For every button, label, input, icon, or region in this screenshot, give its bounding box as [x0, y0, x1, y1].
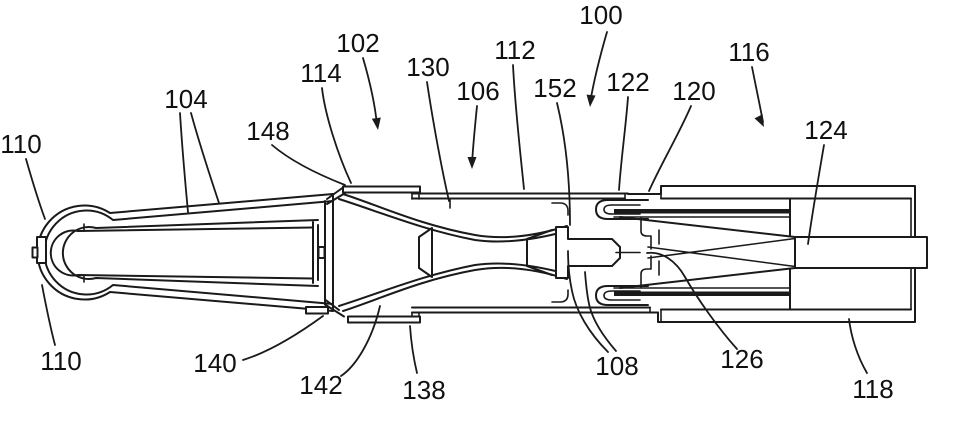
- ref-label-112: 112: [494, 35, 535, 65]
- upper-rail-bar: [614, 209, 790, 214]
- ref-label-122: 122: [606, 67, 649, 97]
- leader-line-138: [409, 325, 418, 374]
- left-wedge: [418, 227, 433, 278]
- leader-line-148: [271, 144, 346, 186]
- latch-assembly: [555, 199, 791, 306]
- inner-shaft-plug: [555, 226, 621, 279]
- tip-clip-tab: [31, 246, 39, 259]
- leader-line-142: [340, 305, 381, 377]
- lower-rail-bar: [614, 291, 790, 296]
- leader-line-130: [426, 81, 450, 202]
- lower-finger: [640, 255, 652, 288]
- upper-bracket-outer: [595, 199, 649, 220]
- nose-clip: [31, 193, 334, 312]
- bottom-flange: [305, 298, 421, 324]
- push-rod: [794, 236, 928, 269]
- top-bend-outer: [326, 186, 344, 200]
- bottom-tab: [305, 306, 329, 315]
- jaw-cross-2: [647, 237, 796, 259]
- leader-line-100: [589, 31, 608, 104]
- funnel-lower-outer: [342, 266, 568, 312]
- leader-line-104: [179, 112, 189, 213]
- upper-finger: [640, 217, 652, 250]
- leader-line-126: [646, 251, 738, 350]
- arrowhead-116: [754, 114, 764, 127]
- ref-label-118: 118: [852, 374, 893, 404]
- leader-line-102: [362, 57, 378, 126]
- funnel-upper-outer: [342, 193, 568, 239]
- jaw-diagonal-bottom: [619, 267, 796, 289]
- mouth-slant-top: [526, 229, 553, 240]
- ref-label-110: 110: [40, 346, 81, 376]
- holder-face: [324, 193, 334, 312]
- ref-label-124: 124: [804, 115, 847, 145]
- ref-label-104: 104: [164, 84, 207, 114]
- leader-line-104-b: [190, 112, 220, 204]
- right-housing-bottom: [657, 267, 916, 323]
- leader-line-108-b: [584, 271, 617, 352]
- leader-line-110: [25, 158, 46, 220]
- ref-label-106: 106: [456, 76, 499, 106]
- ref-label-130: 130: [406, 52, 449, 82]
- leader-line-112: [512, 64, 525, 190]
- ref-label-152: 152: [533, 73, 576, 103]
- leader-line-140: [242, 315, 324, 361]
- ref-label-114: 114: [300, 58, 341, 88]
- inner-prong-outer-edge: [61, 219, 319, 287]
- arrowhead-100: [586, 94, 596, 107]
- right-housing: [619, 185, 928, 323]
- jaw-cross-1: [647, 246, 796, 268]
- ref-label-120: 120: [672, 76, 715, 106]
- outer-band-inner-edge: [43, 200, 334, 305]
- leader-line-122: [618, 96, 629, 191]
- ref-label-116: 116: [728, 37, 769, 67]
- ref-label-138: 138: [402, 375, 445, 405]
- ref-label-142: 142: [299, 370, 342, 400]
- bottom-bend-inner: [324, 298, 340, 311]
- top-plate: [342, 185, 421, 194]
- core-knob: [317, 246, 326, 259]
- funnel-flexure: [338, 193, 569, 312]
- leader-line-116: [751, 66, 764, 123]
- mouth-slant-bottom: [526, 265, 553, 276]
- leader-line-106: [471, 105, 478, 165]
- ref-label-100: 100: [579, 0, 622, 30]
- leader-line-118: [848, 318, 868, 374]
- hook-bottom: [551, 289, 569, 303]
- inner-prong-inner-edge: [49, 226, 314, 280]
- arrowhead-106: [467, 157, 477, 169]
- leader-line-120: [648, 105, 692, 192]
- leader-line-152: [556, 102, 571, 226]
- upper-bracket-inner: [603, 204, 641, 215]
- funnel-lower-inner: [338, 262, 568, 307]
- leader-line-110: [41, 284, 56, 346]
- bottom-plate: [347, 315, 421, 324]
- ref-label-110: 110: [0, 129, 41, 159]
- top-flange: [326, 185, 421, 205]
- leader-line-108: [567, 250, 609, 353]
- arrowhead-102: [371, 117, 381, 130]
- ref-label-148: 148: [246, 116, 289, 146]
- funnel-upper-inner: [338, 198, 568, 243]
- lower-bracket-outer: [595, 285, 649, 306]
- leader-line-114: [321, 87, 352, 184]
- leader-line-124: [807, 144, 825, 245]
- lower-bracket-inner: [603, 290, 641, 301]
- ref-label-102: 102: [336, 28, 379, 58]
- hook-top: [551, 202, 569, 216]
- ref-label-126: 126: [720, 344, 763, 374]
- ref-label-140: 140: [193, 348, 236, 378]
- jaw-diagonal-top: [619, 216, 796, 238]
- ref-label-108: 108: [595, 351, 638, 381]
